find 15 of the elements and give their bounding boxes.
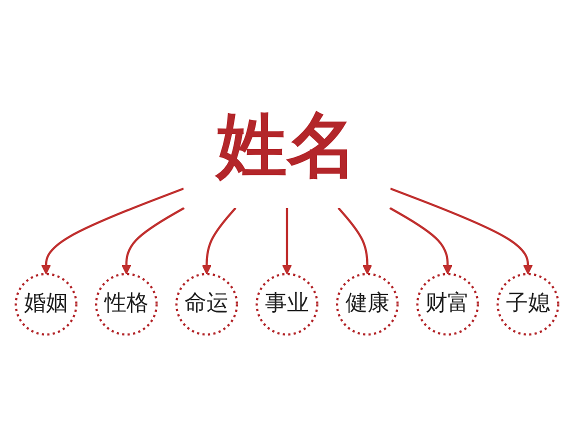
node-circle: 事业 (255, 272, 318, 336)
arrow (201, 207, 236, 274)
node-circle: 财富 (416, 272, 478, 336)
arrow (388, 207, 452, 274)
node-circle: 婚姻 (14, 272, 77, 336)
arrow (282, 208, 292, 274)
node-circle: 性格 (94, 272, 158, 336)
arrow (390, 188, 532, 274)
arrow (337, 207, 372, 274)
node-text: 姓名 (216, 104, 357, 188)
node-circle: 命运 (174, 272, 238, 336)
arrow (121, 207, 184, 274)
node-circle: 健康 (335, 272, 398, 336)
arrow (40, 188, 184, 274)
node-circle: 子媳 (496, 272, 559, 336)
